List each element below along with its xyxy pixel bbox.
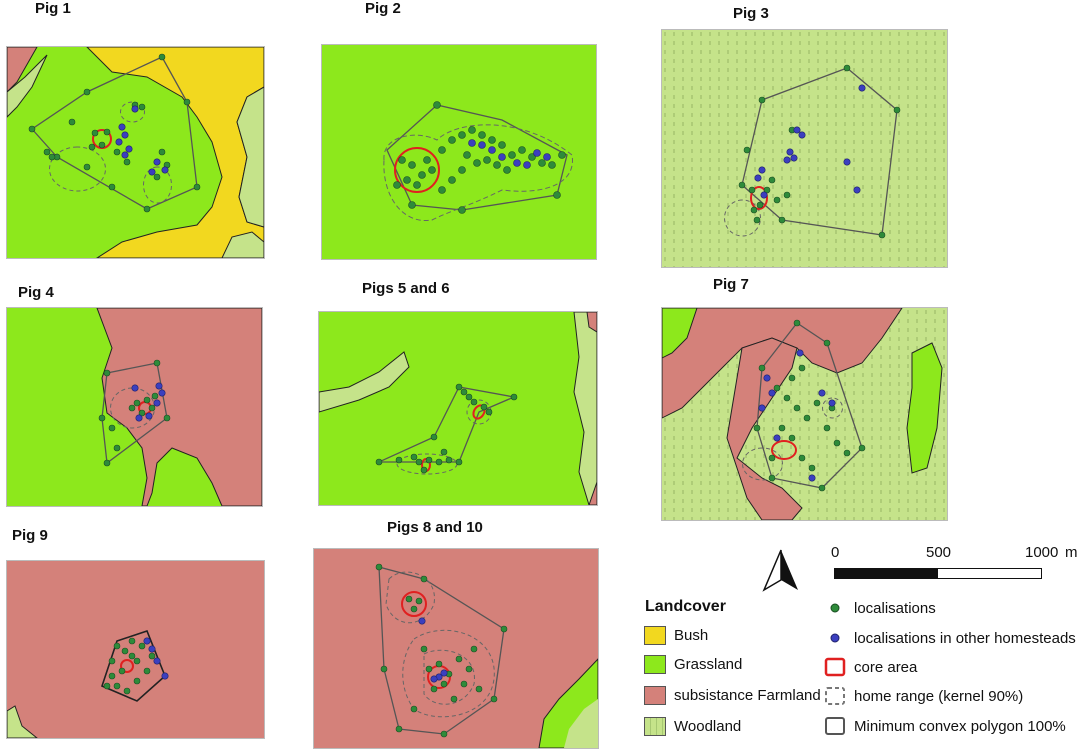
localisation-points — [738, 64, 901, 239]
scale-label-0: 0 — [831, 544, 840, 561]
other-homestead-points — [418, 617, 448, 683]
panel-title-pig3: Pig 3 — [733, 5, 769, 22]
scale-unit: m — [1065, 544, 1078, 561]
other-homestead-points — [758, 349, 836, 482]
map-panel-pig810 — [313, 548, 599, 749]
map-pig4 — [7, 308, 262, 506]
map-pig1 — [7, 47, 264, 258]
other-homestead-points — [131, 382, 166, 422]
other-homestead-points — [143, 637, 169, 680]
scale-label-1000: 1000 — [1025, 544, 1059, 561]
map-panel-pig56 — [318, 311, 598, 506]
legend-item-mcp: Minimum convex polygon 100% — [824, 716, 1066, 736]
map-panel-pig2 — [321, 44, 597, 260]
blue-dot-icon — [824, 628, 846, 648]
map-pig7 — [662, 308, 947, 520]
dashed-square-icon — [824, 686, 846, 706]
legend-item-bush: Bush — [644, 626, 708, 645]
scale-bar — [834, 568, 1042, 579]
localisation-points — [393, 101, 566, 214]
localisation-points — [375, 563, 508, 738]
legend-item-core-area: core area — [824, 657, 917, 677]
panel-title-pig9: Pig 9 — [12, 527, 48, 544]
legend-item-home-range: home range (kernel 90%) — [824, 686, 1023, 706]
legend-title: Landcover — [645, 598, 726, 615]
map-panel-pig1 — [6, 46, 265, 259]
map-panel-pig3 — [661, 29, 948, 268]
legend-item-farmland: subsistance Farmland — [644, 686, 821, 705]
localisation-points — [28, 53, 201, 213]
panel-title-pig7: Pig 7 — [713, 276, 749, 293]
other-homestead-points — [468, 139, 551, 169]
red-square-icon — [824, 657, 846, 677]
localisation-points — [753, 319, 866, 492]
map-pig810 — [314, 549, 598, 748]
panel-title-pig810: Pigs 8 and 10 — [387, 519, 483, 536]
legend-item-other-homesteads: localisations in other homesteads — [824, 628, 1076, 648]
scale-label-500: 500 — [926, 544, 952, 561]
map-pig9 — [7, 561, 264, 738]
map-panel-pig4 — [6, 307, 263, 507]
legend-item-woodland: Woodland — [644, 717, 741, 736]
map-panel-pig9 — [6, 560, 265, 739]
green-dot-icon — [824, 598, 846, 618]
map-pig2 — [322, 45, 596, 259]
grassland-swatch — [644, 655, 666, 674]
localisation-points — [98, 359, 171, 467]
other-homestead-points — [754, 84, 866, 199]
map-pig56 — [319, 312, 597, 505]
map-panel-pig7 — [661, 307, 948, 521]
panel-title-pig4: Pig 4 — [18, 284, 54, 301]
localisation-points — [103, 637, 156, 695]
panel-title-pig2: Pig 2 — [365, 0, 401, 17]
panel-title-pig1: Pig 1 — [35, 0, 71, 17]
panel-title-pig56: Pigs 5 and 6 — [362, 280, 450, 297]
legend-item-localisations: localisations — [824, 598, 936, 618]
farmland-swatch — [644, 686, 666, 705]
bush-swatch — [644, 626, 666, 645]
legend-item-grassland: Grassland — [644, 655, 742, 674]
woodland-swatch — [644, 717, 666, 736]
other-homestead-points — [115, 105, 169, 176]
solid-square-icon — [824, 716, 846, 736]
map-pig3 — [662, 30, 947, 267]
north-arrow-icon — [762, 549, 798, 592]
localisation-points — [375, 383, 518, 474]
